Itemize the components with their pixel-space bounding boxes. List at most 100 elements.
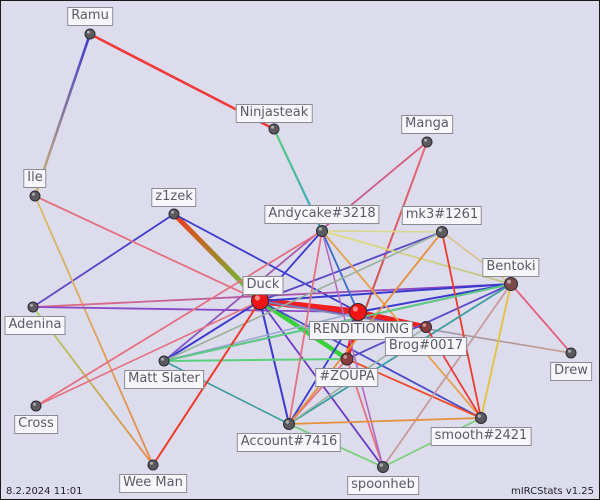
node-label-spoonheb: spoonheb [347,476,419,495]
node-highlight [171,210,174,214]
node-label-ile: Ile [23,169,47,188]
graph-node-duck[interactable] [251,292,269,310]
nodes-layer [27,28,577,473]
node-label-brog: Brog#0017 [384,337,468,356]
node-label-bentoki: Bentoki [482,258,540,277]
graph-node-mk3[interactable] [436,226,448,238]
graph-edge [32,306,359,313]
node-circle[interactable] [420,321,432,333]
graph-node-zoupa[interactable] [340,352,354,366]
graph-edge [259,300,482,419]
node-label-weeman: Wee Man [119,474,187,493]
node-label-zoupa: #ZOUPA [315,368,379,387]
graph-node-drew[interactable] [565,347,577,359]
node-highlight [352,306,359,312]
node-highlight [150,461,153,465]
node-highlight [422,323,426,327]
graph-edge [288,417,482,425]
graph-edge [35,300,261,407]
graph-edge [357,283,512,313]
graph-edge [259,231,443,302]
graph-node-account[interactable] [283,418,295,430]
node-circle[interactable] [283,418,295,430]
graph-edge [163,231,443,362]
graph-node-rendit[interactable] [349,303,367,321]
node-circle[interactable] [565,347,577,359]
node-circle[interactable] [316,225,328,237]
graph-edge [163,311,359,362]
graph-node-mattslater[interactable] [158,355,170,367]
node-highlight [32,192,35,196]
timestamp-label: 8.2.2024 11:01 [6,486,83,497]
node-circle[interactable] [475,412,487,424]
node-label-mattslater: Matt Slater [124,370,204,389]
node-circle[interactable] [436,226,448,238]
graph-edge [382,283,512,468]
graph-edge [288,230,323,425]
node-label-rendit: RENDITIONING [308,321,414,340]
node-label-adenina: Adenina [4,316,66,335]
graph-edge [163,141,428,362]
graph-node-weeman[interactable] [147,459,159,471]
node-label-account: Account#7416 [236,433,342,452]
graph-node-adenina[interactable] [27,301,39,313]
graph-node-smooth[interactable] [475,412,487,424]
node-circle[interactable] [147,459,159,471]
node-highlight [343,355,348,359]
node-circle[interactable] [349,303,367,321]
graph-edge [259,283,512,302]
graph-node-ninjasteak[interactable] [268,123,280,135]
graph-node-manga[interactable] [421,136,433,148]
node-highlight [477,414,481,418]
node-circle[interactable] [27,301,39,313]
graph-node-ile[interactable] [29,190,41,202]
node-highlight [285,420,289,424]
graph-edge [259,300,290,425]
node-circle[interactable] [84,28,96,40]
node-circle[interactable] [158,355,170,367]
graph-edge [32,213,175,308]
node-label-z1zek: z1zek [151,188,197,207]
node-highlight [87,30,90,34]
graph-edge [34,195,154,466]
graph-edge [163,300,261,362]
graph-node-ramu[interactable] [84,28,96,40]
node-highlight [271,125,274,129]
graph-node-bentoki[interactable] [504,277,518,291]
node-circle[interactable] [29,190,41,202]
node-circle[interactable] [168,208,180,220]
node-highlight [568,349,571,353]
graph-node-brog[interactable] [420,321,432,333]
node-circle[interactable] [377,461,389,473]
node-highlight [30,303,33,307]
node-label-andycake: Andycake#3218 [264,205,380,224]
graph-edge [34,195,261,302]
node-label-cross: Cross [14,415,58,434]
node-circle[interactable] [30,400,42,412]
node-circle[interactable] [268,123,280,135]
graph-node-andycake[interactable] [316,225,328,237]
node-highlight [379,463,383,467]
node-circle[interactable] [421,136,433,148]
graph-edge [441,231,482,419]
node-circle[interactable] [504,277,518,291]
graph-edge [355,309,429,330]
graph-edge [480,283,512,419]
node-label-ninjasteak: Ninjasteak [235,104,313,123]
node-circle[interactable] [340,352,354,366]
graph-node-cross[interactable] [30,400,42,412]
graph-edge [321,230,359,313]
graph-node-spoonheb[interactable] [377,461,389,473]
node-label-mk3: mk3#1261 [401,206,483,225]
graph-edge [346,283,512,360]
graph-edge [510,283,572,354]
node-highlight [438,228,442,232]
node-highlight [318,227,322,231]
node-highlight [507,279,511,284]
graph-node-z1zek[interactable] [168,208,180,220]
node-circle[interactable] [251,292,269,310]
node-label-drew: Drew [550,362,592,381]
graph-edge [321,230,512,285]
node-highlight [161,357,164,361]
